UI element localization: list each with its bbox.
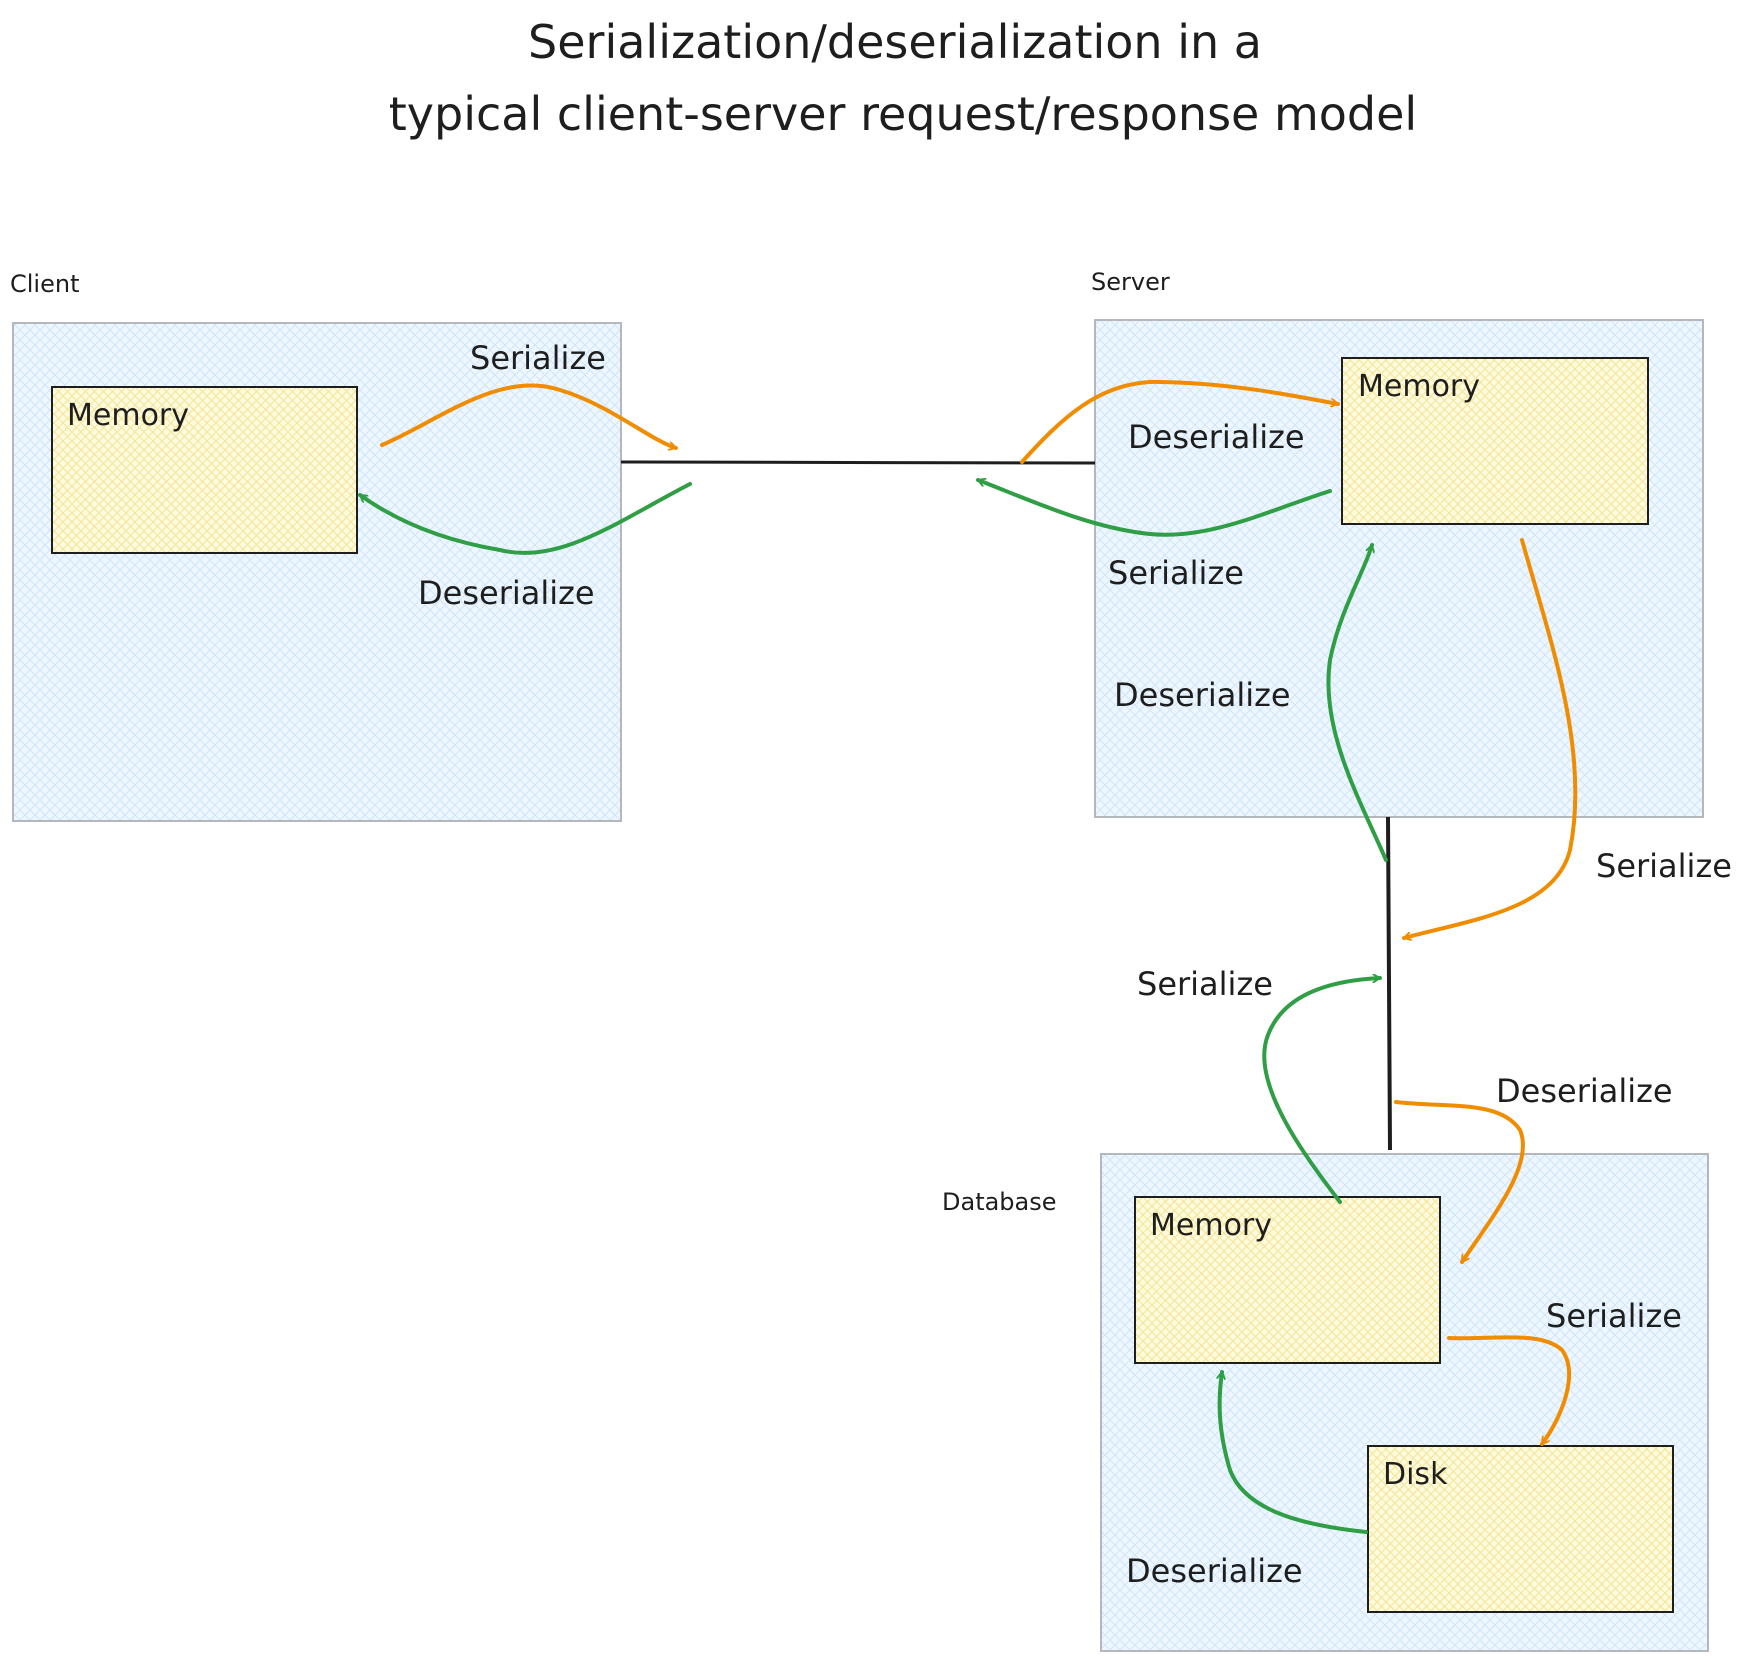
- database-label: Database: [942, 1188, 1057, 1216]
- server-memory-box: [1341, 357, 1649, 525]
- database-memory-box: [1134, 1196, 1441, 1364]
- disk-to-memory-deserialize-label: Deserialize: [1126, 1552, 1303, 1590]
- database-serialize-response-arrow: [1262, 978, 1382, 1204]
- client-label: Client: [10, 270, 79, 298]
- database-deserialize-label: Deserialize: [1496, 1072, 1673, 1110]
- database-memory-label: Memory: [1150, 1208, 1272, 1243]
- server-deserialize-db-response-arrow: [1326, 543, 1388, 862]
- server-db-deserialize-label: Deserialize: [1114, 676, 1291, 714]
- client-server-link: [620, 460, 1096, 465]
- server-response-serialize-label: Serialize: [1108, 554, 1244, 592]
- database-serialize-label: Serialize: [1137, 965, 1273, 1003]
- diagram-title-line-2: typical client-server request/response m…: [389, 87, 1417, 141]
- server-serialize-response-arrow: [976, 480, 1332, 537]
- client-memory-label: Memory: [67, 398, 189, 433]
- server-deserialize-request-arrow: [1020, 379, 1340, 464]
- client-serialize-label: Serialize: [470, 339, 606, 377]
- diagram-title-line-1: Serialization/deserialization in a: [528, 15, 1262, 69]
- client-serialize-arrow: [380, 383, 678, 448]
- client-memory-box: [51, 386, 358, 554]
- server-memory-label: Memory: [1358, 369, 1480, 404]
- database-disk-box: [1367, 1445, 1674, 1613]
- memory-to-disk-serialize-label: Serialize: [1546, 1297, 1682, 1335]
- server-label: Server: [1091, 268, 1170, 296]
- server-serialize-db-request-arrow: [1402, 538, 1578, 938]
- client-deserialize-label: Deserialize: [418, 574, 595, 612]
- database-deserialize-request-arrow: [1394, 1100, 1525, 1264]
- memory-to-disk-serialize-arrow: [1447, 1335, 1572, 1446]
- client-deserialize-arrow: [358, 482, 692, 555]
- server-database-link: [1386, 816, 1392, 1151]
- disk-to-memory-deserialize-arrow: [1220, 1370, 1368, 1534]
- server-request-deserialize-label: Deserialize: [1128, 418, 1305, 456]
- database-disk-label: Disk: [1383, 1457, 1448, 1492]
- server-db-serialize-label: Serialize: [1596, 847, 1732, 885]
